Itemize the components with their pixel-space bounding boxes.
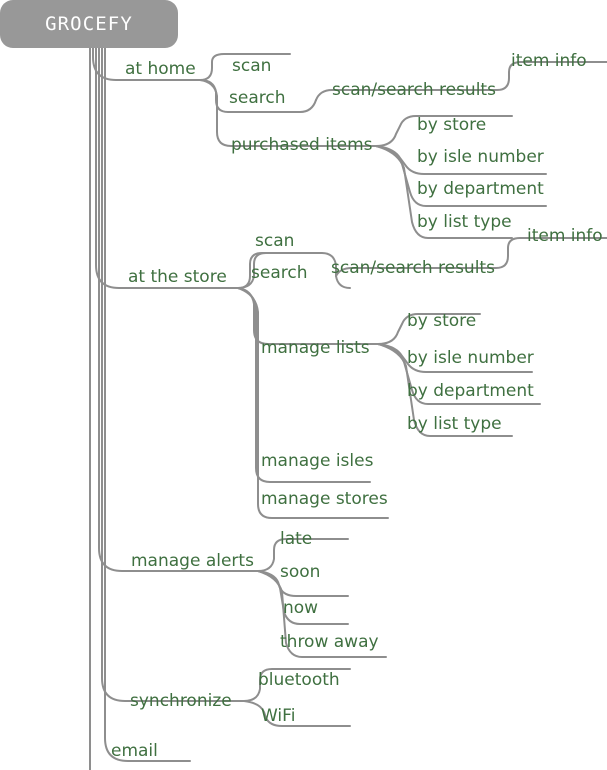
node-manage-lists[interactable]: manage lists <box>261 338 370 358</box>
node-lists-by-isle-number[interactable]: by isle number <box>407 348 534 368</box>
node-alert-throw-away[interactable]: throw away <box>280 632 379 652</box>
node-item-info-at-store[interactable]: item info <box>527 226 603 246</box>
node-scan-at-home[interactable]: scan <box>232 56 272 76</box>
node-lists-by-department[interactable]: by department <box>407 381 534 401</box>
node-scan-at-store[interactable]: scan <box>255 231 295 251</box>
node-item-info-at-home[interactable]: item info <box>511 51 587 71</box>
node-purchased-items[interactable]: purchased items <box>231 135 373 155</box>
node-email[interactable]: email <box>111 741 158 761</box>
node-sync-wifi[interactable]: WiFi <box>261 706 296 726</box>
node-purchased-by-isle-number[interactable]: by isle number <box>417 147 544 167</box>
node-manage-isles[interactable]: manage isles <box>261 451 374 471</box>
node-purchased-by-list-type[interactable]: by list type <box>417 212 512 232</box>
node-manage-alerts[interactable]: manage alerts <box>131 551 254 571</box>
root-node[interactable]: GROCEFY <box>0 0 178 48</box>
node-alert-soon[interactable]: soon <box>280 562 321 582</box>
node-manage-stores[interactable]: manage stores <box>261 489 388 509</box>
node-alert-now[interactable]: now <box>283 598 319 618</box>
node-purchased-by-store[interactable]: by store <box>417 115 487 135</box>
node-at-home[interactable]: at home <box>125 59 196 79</box>
node-scan-search-results-at-store[interactable]: scan/search results <box>331 258 495 278</box>
node-sync-bluetooth[interactable]: bluetooth <box>258 670 340 690</box>
node-purchased-by-department[interactable]: by department <box>417 179 544 199</box>
node-lists-by-store[interactable]: by store <box>407 311 477 331</box>
node-at-the-store[interactable]: at the store <box>128 267 227 287</box>
node-scan-search-results-at-home[interactable]: scan/search results <box>332 80 496 100</box>
node-search-at-store[interactable]: search <box>251 263 308 283</box>
node-alert-late[interactable]: late <box>280 529 313 549</box>
root-node-label: GROCEFY <box>45 13 133 35</box>
node-synchronize[interactable]: synchronize <box>130 691 232 711</box>
node-lists-by-list-type[interactable]: by list type <box>407 414 502 434</box>
node-search-at-home[interactable]: search <box>229 88 286 108</box>
